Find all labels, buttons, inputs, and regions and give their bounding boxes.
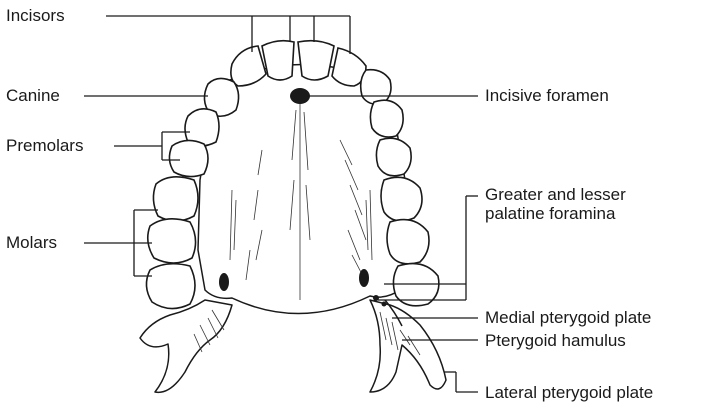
palate-hatching: [230, 100, 372, 300]
lateral-pterygoid-plate-label: Lateral pterygoid plate: [485, 383, 653, 402]
incisors-label: Incisors: [6, 6, 65, 25]
molars-leader: [84, 210, 158, 276]
palatine-foramina-label-line2: palatine foramina: [485, 204, 626, 223]
right-pterygoid-process: [370, 300, 446, 392]
left-molars: [146, 177, 198, 309]
medial-pterygoid-plate-label: Medial pterygoid plate: [485, 308, 651, 327]
canine-label: Canine: [6, 86, 60, 105]
left-pterygoid-process: [140, 300, 232, 392]
right-canine: [361, 70, 391, 105]
incisor-teeth: [231, 41, 366, 86]
left-greater-palatine-foramen: [219, 273, 229, 291]
right-molars: [381, 177, 439, 305]
incisive-foramen-label: Incisive foramen: [485, 86, 609, 105]
palatine-foramina-label-line1: Greater and lesser: [485, 185, 626, 204]
right-greater-palatine-foramen: [359, 269, 369, 287]
left-premolars: [169, 109, 219, 177]
palatine-foramina-label: Greater and lesser palatine foramina: [485, 185, 626, 223]
pterygoid-hamulus-label: Pterygoid hamulus: [485, 331, 626, 350]
premolars-label: Premolars: [6, 136, 83, 155]
molars-label: Molars: [6, 233, 57, 252]
lateral-plate-leader: [444, 372, 478, 392]
right-premolars: [370, 100, 411, 176]
